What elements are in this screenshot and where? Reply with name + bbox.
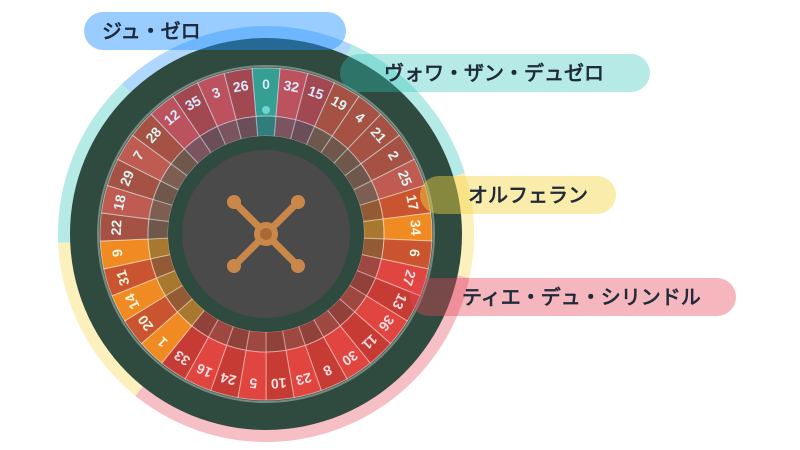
pocket-number-35: 35 (182, 92, 204, 114)
section-tint-14 (111, 270, 183, 322)
pocket-number-14: 14 (121, 291, 142, 312)
section-tint-27 (356, 254, 429, 296)
pocket-number-13: 13 (389, 291, 410, 312)
pocket-number-18: 18 (110, 193, 129, 212)
pocket-number-29: 29 (116, 168, 137, 189)
section-tint-6 (361, 238, 432, 269)
section-tint-30 (313, 310, 371, 379)
rim-line (97, 65, 435, 403)
label-orphelins: オルフェラン (420, 176, 616, 214)
label-jeu-zero: ジュ・ゼロ (84, 12, 346, 50)
section-tint-20 (124, 285, 193, 344)
pocket-number-16: 16 (194, 360, 215, 381)
section-tint-19 (306, 82, 359, 153)
label-voisins-text: ヴォワ・ザン・デュゼロ (384, 61, 604, 85)
spinner-cap (260, 228, 272, 240)
label-tiers: ティエ・デュ・シリンドル (410, 278, 736, 316)
section-tint-4 (320, 96, 381, 164)
section-tint-7 (117, 135, 188, 190)
section-tint-13 (349, 270, 421, 322)
pocket-number-32: 32 (282, 77, 300, 95)
pocket-number-25: 25 (395, 168, 416, 189)
label-jeu-zero-text: ジュ・ゼロ (102, 19, 201, 43)
section-tint-26 (224, 68, 258, 140)
pocket-number-26: 26 (232, 77, 250, 95)
pocket-number-23: 23 (294, 369, 313, 388)
section-tint-22 (99, 212, 169, 242)
section-tint-16 (185, 319, 234, 391)
section-tint-15 (290, 73, 335, 145)
spinner-knob (227, 259, 241, 273)
section-tint-5 (237, 330, 266, 400)
pocket-number-22: 22 (108, 219, 125, 235)
section-tint-35 (173, 82, 226, 153)
label-tiers-text: ティエ・デュ・シリンドル (462, 285, 701, 309)
section-tint-28 (132, 114, 199, 176)
section-tint-3 (197, 73, 242, 145)
section-tint-8 (298, 319, 347, 391)
pocket-number-15: 15 (306, 82, 326, 102)
section-tint-23 (282, 326, 322, 398)
spinner-icon (227, 195, 305, 273)
section-tint-21 (333, 114, 400, 176)
label-voisins: ヴォワ・ザン・デュゼロ (340, 54, 650, 92)
pocket-number-5: 5 (249, 375, 258, 392)
section-tint-9 (100, 238, 171, 269)
section-tint-10 (266, 330, 295, 400)
section-tint-2 (344, 135, 415, 190)
section-tint-36 (339, 285, 408, 344)
section-tint-17 (359, 185, 431, 222)
pocket-number-17: 17 (403, 193, 422, 212)
section-tint-34 (363, 212, 433, 242)
pocket-number-30: 30 (339, 347, 361, 369)
section-tint-11 (327, 298, 391, 364)
pocket-number-31: 31 (113, 268, 133, 288)
section-tint-25 (353, 159, 425, 206)
pocket-number-24: 24 (218, 369, 237, 388)
pocket-number-9: 9 (109, 248, 126, 258)
pocket-number-10: 10 (270, 375, 287, 392)
section-tint-0 (251, 67, 281, 137)
section-tint-29 (107, 159, 179, 206)
section-tint-1 (141, 298, 205, 364)
pocket-number-19: 19 (328, 92, 350, 114)
section-tint-32 (274, 68, 308, 140)
pocket-number-0: 0 (262, 76, 270, 92)
pocket-number-33: 33 (171, 347, 193, 369)
section-tint-24 (210, 326, 250, 398)
ball-icon (262, 106, 270, 114)
section-overlays (99, 67, 433, 400)
pocket-number-6: 6 (406, 248, 423, 258)
spinner-knob (227, 195, 241, 209)
label-orphelins-text: オルフェラン (468, 183, 588, 207)
spinner-knob (291, 259, 305, 273)
section-tint-12 (151, 96, 212, 164)
section-tint-18 (101, 185, 173, 222)
spinner-knob (291, 195, 305, 209)
section-tint-33 (161, 310, 219, 379)
pocket-number-27: 27 (399, 268, 419, 288)
section-tint-31 (103, 254, 176, 296)
pocket-number-34: 34 (408, 220, 425, 236)
